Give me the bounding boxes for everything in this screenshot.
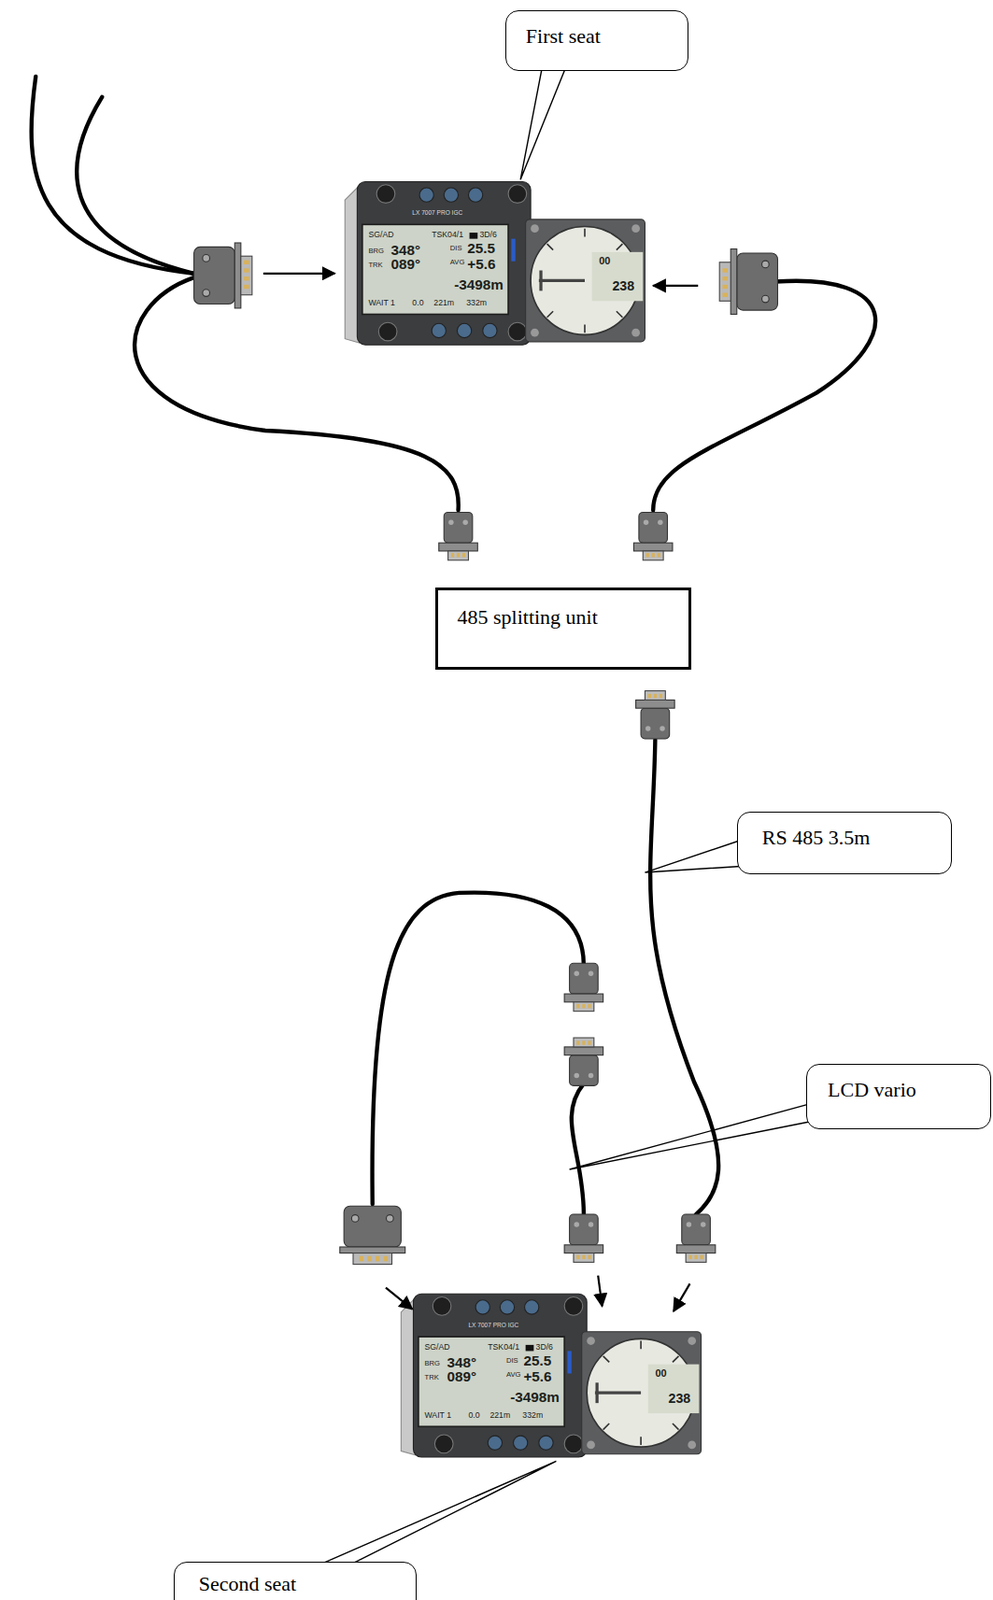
- db15-connector: [194, 242, 253, 309]
- db15-connector: [719, 249, 778, 315]
- screen-text: -3498m: [510, 1390, 560, 1405]
- plug-arrow: [263, 272, 335, 275]
- screen-text: DIS: [450, 244, 463, 253]
- screen-text: LX 7007 PRO IGC: [411, 210, 463, 217]
- screen-text: 3D/6: [479, 230, 497, 240]
- screen-text: SG/AD: [368, 230, 394, 240]
- screen-text: 332m: [522, 1411, 543, 1420]
- plug-arrow: [652, 284, 698, 287]
- vario-readout: 00: [598, 255, 610, 267]
- db9-connector: [564, 1214, 604, 1263]
- screen-text: TSK04/1: [487, 1343, 520, 1352]
- screen-text: 221m: [433, 298, 454, 308]
- first-seat-instrument: [344, 181, 645, 345]
- db9-connector: [564, 963, 604, 1011]
- screen-text: BRG: [368, 247, 384, 256]
- screen-text: AVG: [450, 258, 466, 267]
- db9-connector: [676, 1214, 716, 1263]
- plug-arrow: [263, 273, 698, 1312]
- db15-connector: [340, 1205, 406, 1264]
- screen-text: TRK: [424, 1374, 439, 1382]
- screen-text: SG/AD: [424, 1343, 450, 1352]
- screen-text: 332m: [466, 298, 487, 308]
- callout-leader: [304, 1461, 557, 1572]
- callout-box: RS 485 3.5m: [737, 811, 953, 876]
- callout-leader: [520, 63, 568, 181]
- cable: [31, 76, 877, 1215]
- screen-text: AVG: [506, 1371, 522, 1379]
- vario-readout: 238: [611, 279, 635, 293]
- screen-text: 0.0: [468, 1411, 480, 1420]
- cable: [650, 739, 719, 1215]
- callout-text: LCD vario: [827, 1078, 917, 1102]
- vario-readout: 00: [654, 1368, 667, 1379]
- db9-connector: [439, 511, 479, 560]
- screen-text: WAIT 1: [424, 1411, 452, 1420]
- screen-text: 348°: [447, 1355, 478, 1370]
- callout-text: RS 485 3.5m: [762, 825, 871, 850]
- screen-text: +5.6: [467, 256, 496, 271]
- callout-text: Second seat: [198, 1572, 297, 1596]
- callout-leader: [569, 1102, 817, 1170]
- screen-text: 3D/6: [536, 1343, 554, 1352]
- callout-text: 485 splitting unit: [456, 605, 597, 629]
- callout-box: Second seat: [173, 1561, 417, 1600]
- screen-text: WAIT 1: [368, 298, 396, 308]
- callout-box: LCD vario: [806, 1063, 992, 1130]
- plug-arrow: [673, 1283, 690, 1311]
- plug-arrow: [597, 1276, 602, 1307]
- cable: [571, 1083, 584, 1215]
- screen-text: DIS: [506, 1357, 519, 1365]
- screen-text: -3498m: [453, 277, 504, 292]
- screen-text: 089°: [447, 1369, 478, 1384]
- screen-text: +5.6: [523, 1369, 552, 1384]
- db9-connector: [633, 511, 673, 560]
- screen-text: BRG: [424, 1360, 440, 1368]
- vario-readout: 238: [668, 1391, 692, 1405]
- callout-box: First seat: [505, 10, 690, 72]
- db9-connector: [564, 1037, 604, 1086]
- screen-text: 348°: [390, 242, 421, 257]
- screen-text: 0.0: [411, 298, 424, 308]
- callout-text: First seat: [525, 24, 601, 48]
- cable: [652, 281, 876, 511]
- screen-text: TRK: [368, 261, 383, 270]
- second-seat-instrument: [400, 1293, 701, 1458]
- screen-text: 25.5: [523, 1353, 552, 1368]
- db9-connector: [636, 691, 676, 739]
- cable: [76, 97, 194, 274]
- screen-text: LX 7007 PRO IGC: [468, 1322, 519, 1330]
- cable: [372, 893, 584, 1206]
- screen-text: 221m: [489, 1411, 511, 1420]
- splitter-box: 485 splitting unit: [435, 587, 691, 669]
- screen-text: 25.5: [467, 241, 496, 256]
- screen-text: TSK04/1: [431, 230, 464, 240]
- screen-text: 089°: [390, 256, 421, 271]
- cable: [31, 76, 195, 274]
- plug-arrow: [385, 1288, 412, 1310]
